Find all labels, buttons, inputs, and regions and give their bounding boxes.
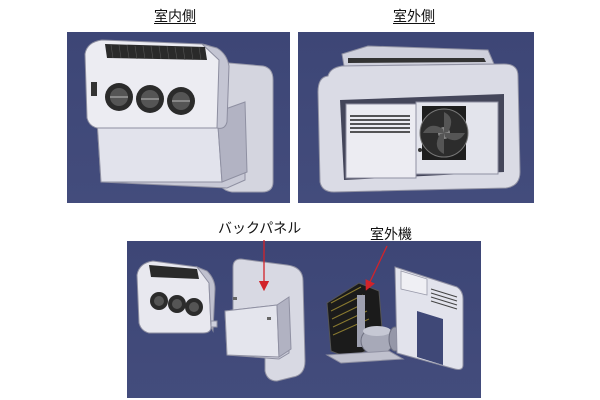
- fan-icon: [419, 108, 469, 158]
- outdoor-unit-illustration: [317, 45, 521, 193]
- outdoor-unit-label: 室外機: [370, 227, 412, 243]
- vent-icon: [136, 85, 164, 113]
- outdoor-cover-part: [394, 266, 464, 370]
- back-panel-part: [224, 258, 306, 382]
- components-illustration: [136, 258, 464, 382]
- outdoor-side-label: 室外側: [393, 9, 435, 25]
- indoor-side-label: 室内側: [154, 9, 196, 25]
- vent-icon: [105, 83, 133, 111]
- back-panel-label: バックパネル: [218, 221, 302, 237]
- outdoor-unit-part: [325, 282, 405, 364]
- indoor-unit-illustration: [84, 39, 274, 193]
- outdoor-side-panel: [298, 32, 534, 203]
- indoor-unit-part: [136, 260, 218, 334]
- exploded-view-panel: [127, 241, 481, 398]
- indoor-side-panel: [67, 32, 290, 203]
- vent-icon: [167, 87, 195, 115]
